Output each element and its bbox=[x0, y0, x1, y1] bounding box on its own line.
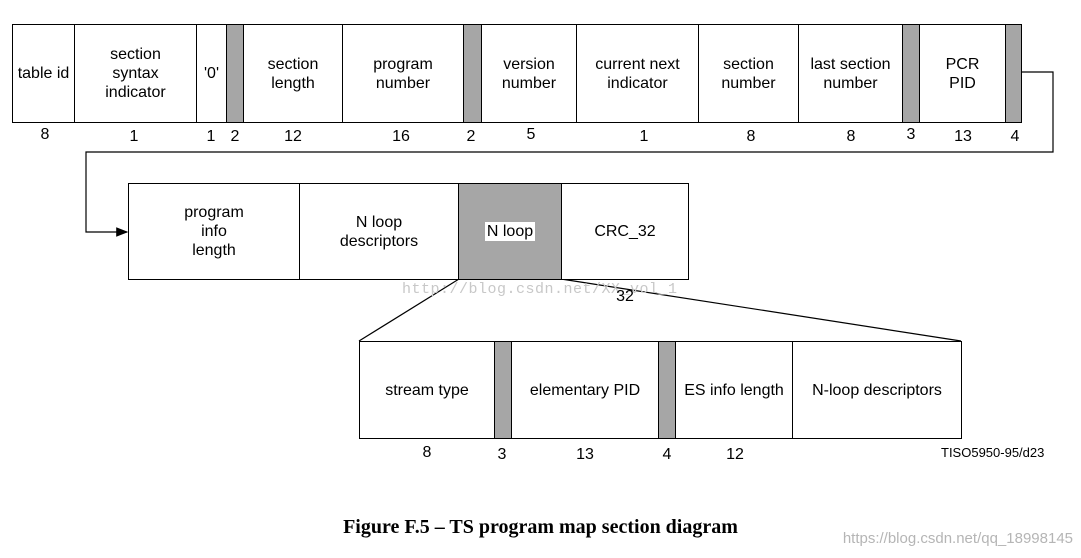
figure-tag: TISO5950-95/d23 bbox=[941, 445, 1045, 460]
bits-zero-bit: 1 bbox=[206, 128, 216, 145]
watermark-url-center: http://blog.csdn.net/XX_vol_1 bbox=[402, 281, 678, 298]
field-es-info-length: ES info length bbox=[675, 341, 793, 439]
bits-current-next-indicator: 1 bbox=[639, 128, 649, 145]
field-last-section-number: last section number bbox=[798, 24, 903, 123]
field-reserved-6 bbox=[658, 341, 676, 439]
bits-section-number: 8 bbox=[746, 128, 756, 145]
field-section-number: section number bbox=[698, 24, 799, 123]
bits-reserved-5: 3 bbox=[497, 446, 507, 463]
bits-reserved-2: 2 bbox=[466, 128, 476, 145]
field-reserved-2 bbox=[463, 24, 482, 123]
bits-reserved-1: 2 bbox=[230, 128, 240, 145]
field-reserved-4 bbox=[1005, 24, 1022, 123]
bits-es-info-length: 12 bbox=[726, 446, 744, 463]
field-n-loop-descriptors: N loop descriptors bbox=[299, 183, 459, 280]
field-current-next-indicator: current next indicator bbox=[576, 24, 699, 123]
field-reserved-1 bbox=[226, 24, 244, 123]
bits-section-syntax-indicator: 1 bbox=[129, 128, 139, 145]
bits-stream-type: 8 bbox=[422, 444, 432, 461]
field-pcr-pid: PCR PID bbox=[919, 24, 1006, 123]
bits-last-section-number: 8 bbox=[846, 128, 856, 145]
bits-reserved-6: 4 bbox=[662, 446, 672, 463]
bits-program-number: 16 bbox=[392, 128, 410, 145]
field-zero-bit: '0' bbox=[196, 24, 227, 123]
bits-section-length: 12 bbox=[284, 128, 302, 145]
bits-pcr-pid: 13 bbox=[954, 128, 972, 145]
bits-crc-32: 32 bbox=[616, 288, 634, 305]
bits-version-number: 5 bbox=[526, 126, 536, 143]
figure-caption: Figure F.5 – TS program map section diag… bbox=[343, 516, 738, 538]
expand-line-left bbox=[358, 278, 460, 342]
field-program-number: program number bbox=[342, 24, 464, 123]
field-elementary-pid: elementary PID bbox=[511, 341, 659, 439]
field-stream-type: stream type bbox=[359, 341, 495, 439]
field-table-id: table id bbox=[12, 24, 75, 123]
field-section-syntax-indicator: section syntax indicator bbox=[74, 24, 197, 123]
field-reserved-5 bbox=[494, 341, 512, 439]
field-n-loop-descriptors-es: N-loop descriptors bbox=[792, 341, 962, 439]
field-reserved-3 bbox=[902, 24, 920, 123]
bits-reserved-3: 3 bbox=[906, 126, 916, 143]
continuation-arrow bbox=[85, 71, 1054, 237]
field-program-info-length: program info length bbox=[128, 183, 300, 280]
field-section-length: section length bbox=[243, 24, 343, 123]
field-n-loop: N loop bbox=[458, 183, 562, 280]
watermark-url-corner: https://blog.csdn.net/qq_18998145 bbox=[842, 530, 1073, 547]
bits-elementary-pid: 13 bbox=[576, 446, 594, 463]
expand-line-right bbox=[560, 278, 962, 342]
bits-reserved-4: 4 bbox=[1010, 128, 1020, 145]
field-crc-32: CRC_32 bbox=[561, 183, 689, 280]
bits-table-id: 8 bbox=[40, 126, 50, 143]
field-version-number: version number bbox=[481, 24, 577, 123]
